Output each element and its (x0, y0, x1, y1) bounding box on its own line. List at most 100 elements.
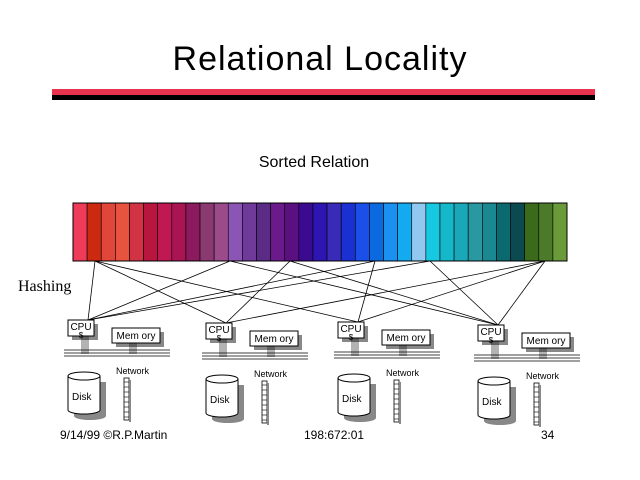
relation-cell (312, 202, 328, 262)
cache-label: $ (489, 336, 494, 345)
cpu-label: CPU (480, 327, 501, 338)
title-rule-red (52, 89, 595, 95)
sorted-relation-bar (72, 202, 568, 262)
footer-course: 198:672:01 (304, 428, 365, 442)
relation-cell (467, 202, 483, 262)
relation-cell (326, 202, 342, 262)
network-label: Network (116, 366, 150, 376)
footer-page-number: 34 (541, 428, 555, 442)
cache-label: $ (217, 334, 222, 343)
hash-line (225, 260, 291, 324)
hash-line (497, 260, 546, 326)
network-switch (261, 380, 268, 424)
relation-cell (439, 202, 455, 262)
memory-label: Mem ory (387, 333, 426, 344)
footer-date-author: 9/14/99 ©R.P.Martin (60, 428, 168, 442)
relation-cell (171, 202, 187, 262)
hash-line (94, 260, 227, 324)
disk-body (338, 378, 370, 412)
relation-cell (185, 202, 201, 262)
relation-cell (496, 202, 511, 262)
relation-outline (72, 202, 568, 262)
cache-label: $ (349, 333, 354, 342)
relation-cell (397, 202, 413, 262)
cpu-label: CPU (208, 325, 229, 336)
network-label: Network (386, 368, 420, 378)
disk-label: Disk (210, 395, 230, 406)
memory-label: Mem ory (255, 334, 294, 345)
disk-bottom (67, 409, 101, 415)
hashing-label: Hashing (18, 278, 72, 295)
cpu-box (67, 319, 95, 337)
hash-line (429, 260, 499, 326)
hash-line (87, 260, 376, 321)
relation-cell (72, 202, 88, 262)
relation-cell (129, 202, 144, 262)
relation-cell (199, 202, 215, 262)
relation-cell (270, 202, 286, 262)
disk-body (68, 376, 100, 410)
memory-label: Mem ory (527, 336, 566, 347)
relation-cell (256, 202, 271, 262)
hash-line (289, 260, 499, 326)
cpu-box (477, 324, 505, 342)
disk-bottom (477, 414, 511, 420)
relation-cell (510, 202, 525, 262)
disk-top (337, 373, 371, 383)
relation-cell (383, 202, 398, 262)
relation-cell (115, 202, 130, 262)
disk-label: Disk (72, 392, 92, 403)
sorted-relation-label: Sorted Relation (258, 154, 370, 171)
network-label: Network (254, 369, 288, 379)
disk-top (477, 376, 511, 386)
relation-cell (482, 202, 497, 262)
hash-line (357, 260, 546, 323)
hash-lines (87, 260, 546, 326)
memory-label: Mem ory (117, 331, 156, 342)
disk-label: Disk (482, 397, 502, 408)
relation-cell (298, 202, 314, 262)
relation-cell (157, 202, 173, 262)
hash-line (87, 260, 431, 321)
hash-line (357, 260, 376, 323)
cpu-label: CPU (70, 322, 91, 333)
relation-cell (538, 202, 554, 262)
network-switch (393, 379, 400, 423)
relation-cell (100, 202, 116, 262)
cpu-box (337, 321, 365, 339)
disk-bottom (337, 411, 371, 417)
relation-cell (552, 202, 568, 262)
relation-cell (227, 202, 243, 262)
relation-cell (213, 202, 229, 262)
disk-top (67, 371, 101, 381)
disk-top (205, 374, 239, 384)
cpu-box (205, 322, 233, 340)
network-label: Network (526, 371, 560, 381)
hash-line (87, 260, 96, 321)
relation-cell (340, 202, 356, 262)
disk-bottom (205, 412, 239, 418)
relation-cell (86, 202, 102, 262)
relation-cell (411, 202, 427, 262)
hash-line (225, 260, 546, 324)
cpu-label: CPU (340, 324, 361, 335)
relation-cell (453, 202, 469, 262)
title-rule-black (52, 95, 595, 100)
network-switch (123, 377, 130, 421)
disk-label: Disk (342, 394, 362, 405)
slide-title: Relational Locality (172, 40, 468, 78)
hash-line (87, 260, 231, 321)
relation-cell (242, 202, 257, 262)
relation-cell (284, 202, 300, 262)
disk-body (206, 379, 238, 413)
relation-cell (369, 202, 384, 262)
relation-cell (354, 202, 370, 262)
network-switch (533, 382, 540, 426)
